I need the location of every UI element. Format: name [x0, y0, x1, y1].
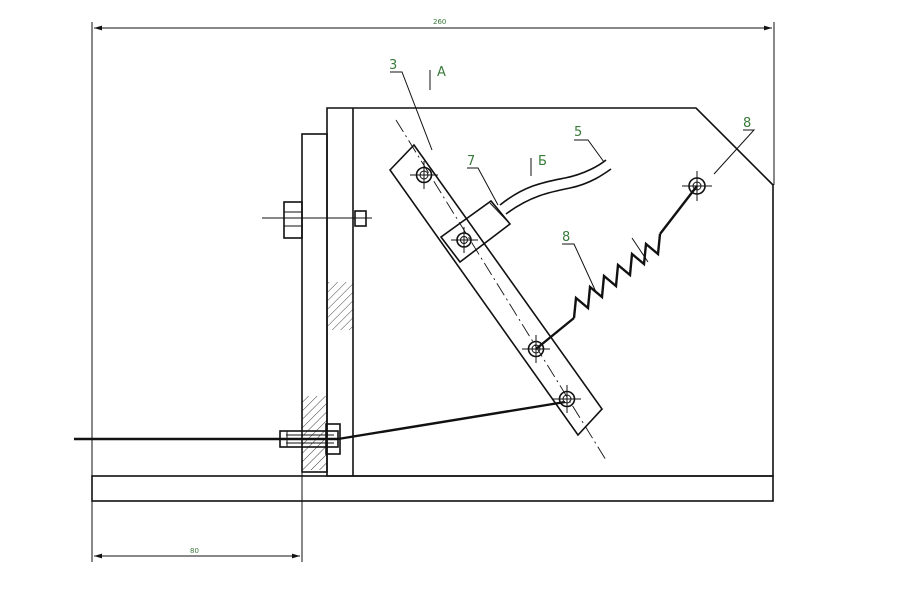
section-hatch-lower	[302, 396, 327, 470]
callout-7: 7	[467, 154, 475, 169]
sensor-hole	[451, 227, 478, 253]
section-mark-a: А	[437, 65, 446, 80]
lever-hole-top	[410, 161, 438, 189]
callout-8-pin: 8	[743, 116, 751, 131]
callout-8-spring: 8	[562, 230, 570, 245]
bolt-upper	[262, 201, 372, 239]
leaders	[390, 70, 756, 293]
lever-hole-bottom	[553, 385, 581, 413]
main-plate	[326, 107, 774, 477]
base-plate	[91, 475, 774, 502]
sensor-cable-part-5	[499, 159, 612, 215]
lever-part-3	[388, 119, 607, 461]
dimension-overall: 260	[91, 18, 775, 478]
left-bracket	[301, 133, 328, 473]
dimension-overall-label: 260	[433, 18, 446, 26]
section-mark-b: Б	[538, 154, 547, 169]
callout-5: 5	[574, 125, 582, 140]
sensor-part-7	[439, 199, 512, 264]
section-hatch-upper	[328, 282, 353, 330]
spring	[535, 185, 698, 350]
dimension-offset-label: 80	[190, 547, 199, 555]
rope-to-lever	[337, 400, 566, 441]
callout-3: 3	[389, 58, 397, 73]
